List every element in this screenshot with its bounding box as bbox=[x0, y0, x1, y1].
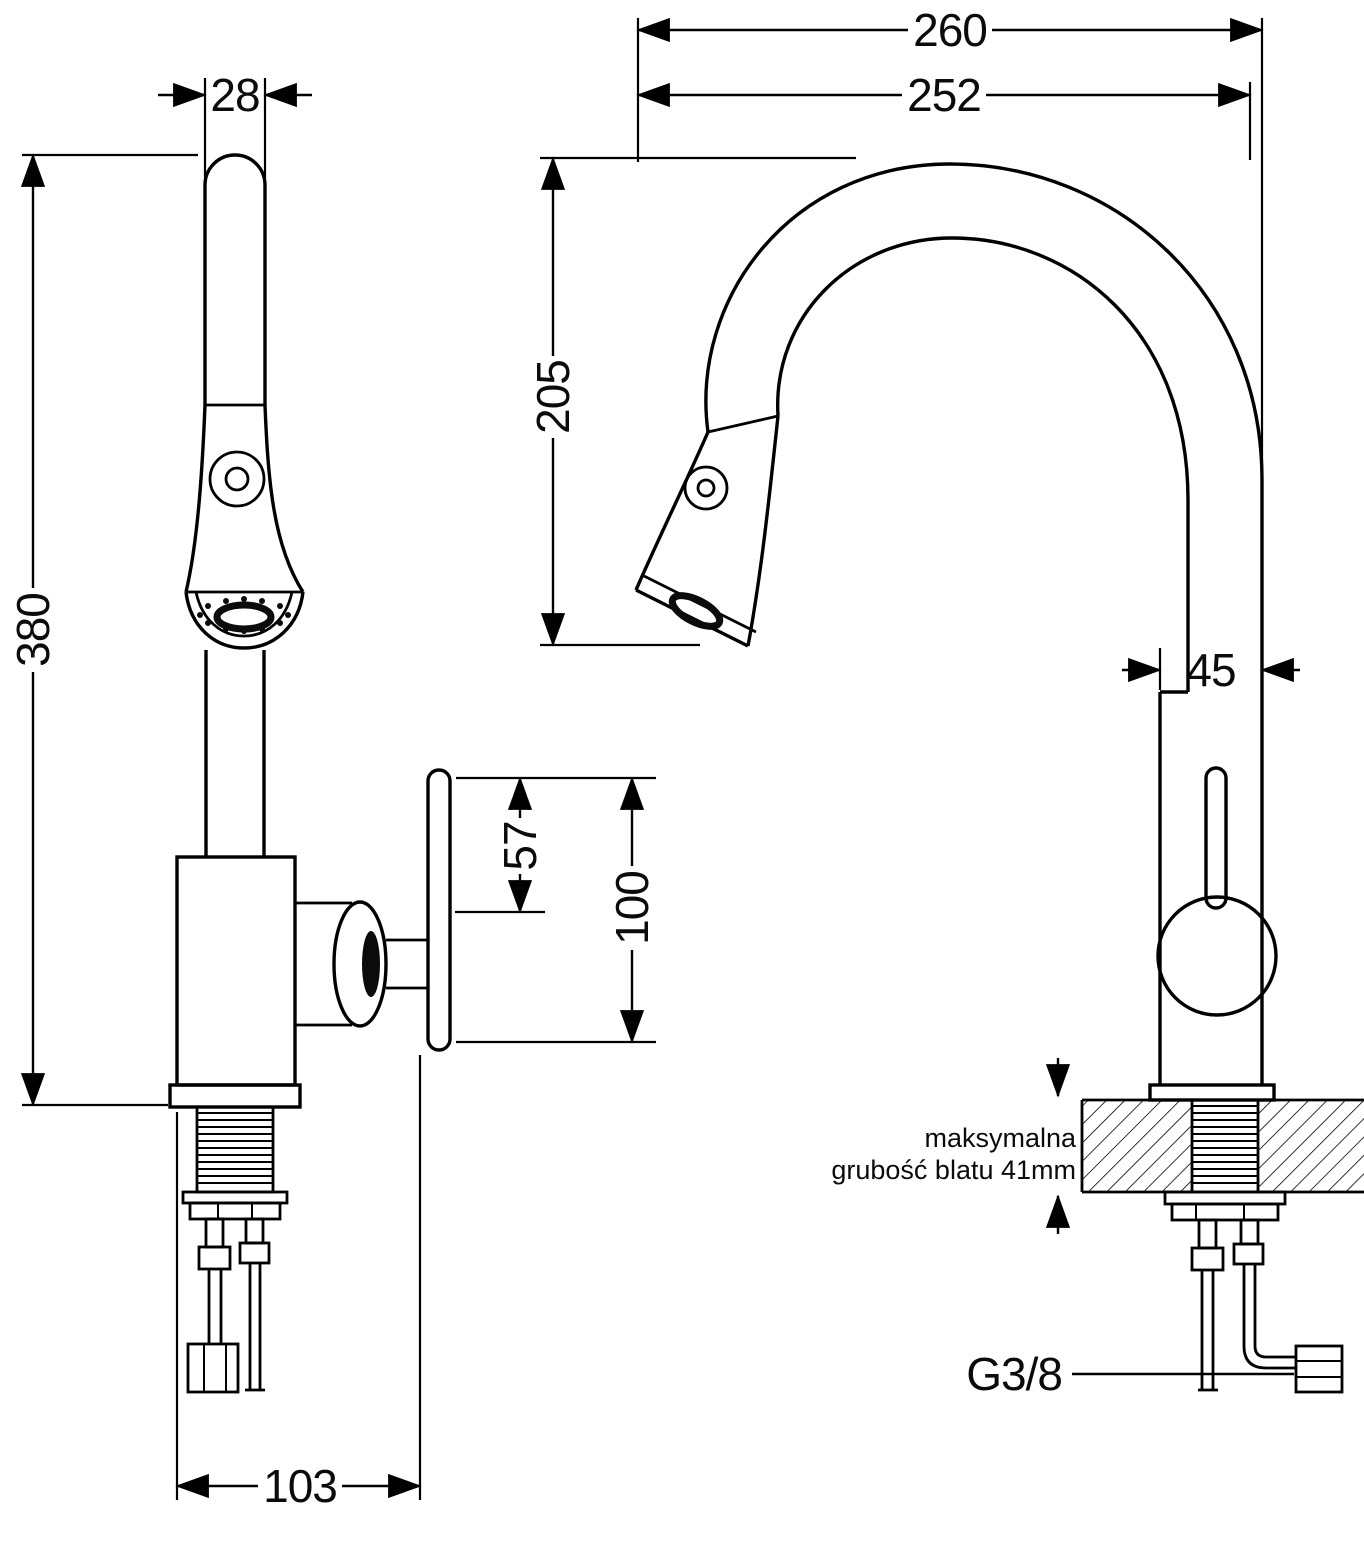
dim-overall-reach-label: 260 bbox=[913, 4, 987, 56]
stud-b-front bbox=[244, 1217, 265, 1245]
dim-base-reach-label: 103 bbox=[263, 1460, 337, 1512]
base-flange-front bbox=[168, 1083, 302, 1109]
faucet-body-front bbox=[175, 855, 297, 1087]
handle-joint-lines bbox=[295, 901, 352, 1027]
gooseneck-outer-curve bbox=[704, 162, 1264, 1085]
aerator-nozzle-dots bbox=[197, 596, 291, 634]
shank-threads-side bbox=[1192, 1105, 1258, 1184]
hose-b-front bbox=[245, 1263, 265, 1392]
spray-head-seam-side bbox=[707, 414, 779, 434]
washer-front bbox=[181, 1190, 289, 1205]
dim-spout-height-label: 205 bbox=[527, 360, 579, 434]
hose-b-nut-facets-side bbox=[1296, 1360, 1342, 1378]
hose-a-nut-facets-front bbox=[203, 1344, 227, 1392]
dim-spout-reach-label: 252 bbox=[907, 69, 981, 121]
dimensions-front: 28 380 57 100 103 bbox=[7, 69, 658, 1512]
body-front bbox=[175, 855, 297, 1087]
front-view bbox=[168, 153, 452, 1394]
handle-side bbox=[1156, 766, 1278, 1017]
spray-button-center-side bbox=[696, 478, 716, 498]
hose-b-elbow-side bbox=[1242, 1264, 1296, 1370]
aerator-bell bbox=[184, 591, 305, 650]
stud-b-side bbox=[1239, 1218, 1260, 1246]
spray-head-right-edge-side bbox=[746, 415, 780, 647]
mounting-nut-facets-front bbox=[217, 1203, 253, 1219]
spray-outlet-ring-front bbox=[213, 601, 275, 633]
stud-a-side bbox=[1197, 1218, 1218, 1250]
side-view bbox=[634, 162, 1364, 1394]
spray-button-front bbox=[208, 450, 266, 508]
dim-connection-thread-label: G3/8 bbox=[966, 1348, 1062, 1400]
handle-joint-shadow bbox=[362, 931, 380, 997]
faucet-body-side bbox=[1158, 690, 1188, 1085]
hose-a-side bbox=[1198, 1270, 1218, 1392]
mounting-nut-side bbox=[1170, 1202, 1280, 1222]
stud-b-nut-side bbox=[1232, 1242, 1265, 1266]
mounting-nut-front bbox=[188, 1201, 282, 1221]
spray-outlet-ring-side bbox=[668, 592, 724, 630]
spout-front bbox=[184, 153, 305, 857]
riser-column-front bbox=[204, 650, 266, 857]
stud-a-nut-front bbox=[197, 1245, 232, 1271]
ext-lines-380 bbox=[22, 153, 198, 1107]
dimensions-side: 260 252 205 45 maksymalna grubość blatu … bbox=[527, 4, 1300, 1400]
dim-total-height-label: 380 bbox=[7, 593, 59, 667]
handle-pivot-side bbox=[1156, 895, 1278, 1017]
dim-body-diameter-label: 45 bbox=[1186, 644, 1235, 696]
shank-threads-front bbox=[197, 1112, 273, 1184]
handle-lever-front bbox=[426, 768, 452, 1052]
gooseneck-inner-curve bbox=[776, 236, 1190, 692]
dim-handle-height-label: 100 bbox=[606, 871, 658, 945]
mounting-nut-facets-side bbox=[1195, 1204, 1245, 1220]
spout-side bbox=[634, 162, 1264, 1085]
handle-front bbox=[295, 768, 452, 1052]
handle-joint-front bbox=[332, 900, 388, 1028]
ext-lines-205 bbox=[540, 156, 856, 647]
hose-b-connector-nut-side bbox=[1294, 1344, 1344, 1394]
mounting-side bbox=[1163, 1098, 1344, 1394]
counter-note-line1: maksymalna bbox=[924, 1123, 1077, 1153]
spray-head-right-edge bbox=[263, 404, 305, 593]
washer-side bbox=[1163, 1190, 1287, 1206]
aerator-inner-ring bbox=[194, 591, 294, 638]
counter-note-line2: grubość blatu 41mm bbox=[831, 1155, 1076, 1185]
spray-head-left-edge-side bbox=[634, 431, 710, 591]
hose-a-front bbox=[207, 1269, 223, 1344]
spray-button-center-front bbox=[224, 466, 250, 492]
spray-button-side bbox=[683, 465, 729, 511]
stud-b-nut-front bbox=[238, 1241, 271, 1265]
handle-lever-side bbox=[1204, 766, 1228, 910]
countertop-hatch-right bbox=[1258, 1100, 1364, 1192]
stud-a-nut-side bbox=[1190, 1246, 1225, 1272]
spout-tube-front bbox=[203, 153, 267, 405]
countertop-hatch-left bbox=[1082, 1100, 1192, 1192]
dim-handle-top-offset-label: 57 bbox=[494, 821, 546, 870]
countertop-outline bbox=[1080, 1098, 1364, 1194]
countertop bbox=[1080, 1098, 1364, 1194]
handle-lever-links bbox=[386, 938, 428, 990]
base-flange-side bbox=[1148, 1083, 1276, 1102]
ext-lines-103 bbox=[175, 1055, 422, 1500]
mounting-front bbox=[168, 1083, 302, 1394]
hose-a-connector-nut-front bbox=[186, 1342, 240, 1394]
spray-head-left-edge bbox=[184, 404, 207, 593]
stud-a-front bbox=[204, 1217, 225, 1249]
dim-spout-width-label: 28 bbox=[210, 69, 259, 121]
